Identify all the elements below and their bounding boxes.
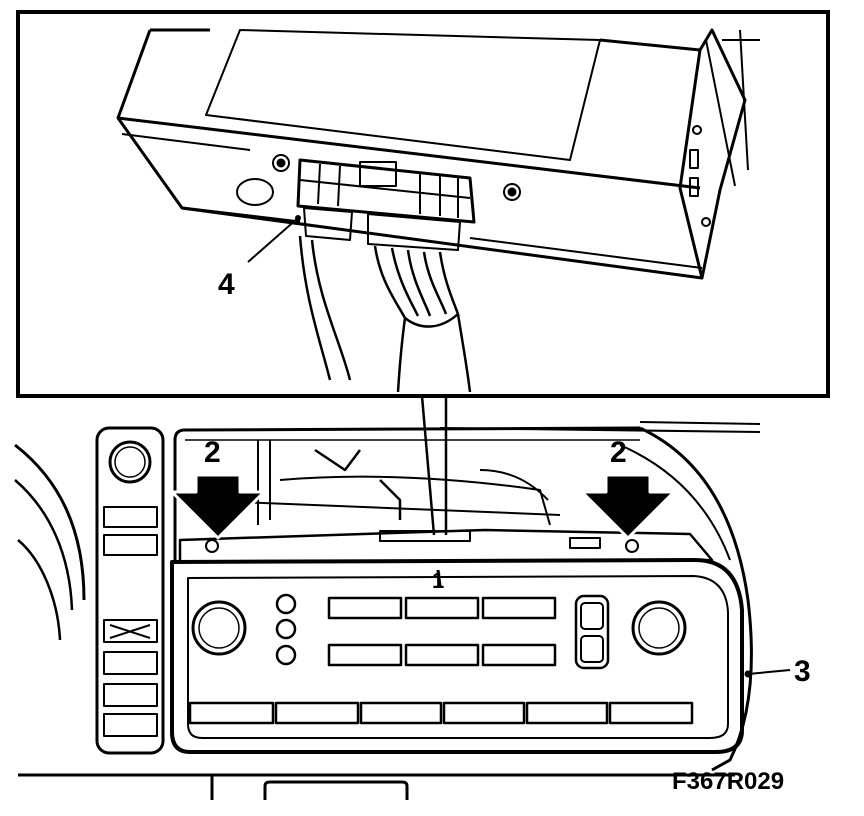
volume-knob bbox=[191, 600, 247, 656]
wire-harness bbox=[298, 235, 472, 393]
callout-4-leader bbox=[247, 217, 299, 263]
detail-inset: 4 bbox=[16, 10, 830, 398]
inset-leader-lines bbox=[420, 395, 448, 536]
round-button-2 bbox=[275, 618, 297, 640]
wiring-connector bbox=[296, 158, 476, 251]
press-arrow-left bbox=[170, 473, 266, 540]
tuning-knob bbox=[631, 600, 687, 656]
figure-reference-code: F367R029 bbox=[672, 768, 784, 795]
callout-1-label: 1 bbox=[432, 568, 444, 593]
callout-4-label: 4 bbox=[218, 268, 235, 301]
left-switch-panel bbox=[95, 426, 165, 755]
function-buttons bbox=[188, 701, 694, 725]
callout-2-right-label: 2 bbox=[610, 436, 627, 469]
radio-unit-rear bbox=[116, 28, 760, 280]
rocker-switch bbox=[574, 594, 610, 670]
callout-2-left-label: 2 bbox=[204, 436, 221, 469]
radio-front-panel bbox=[170, 558, 744, 754]
round-button-1 bbox=[275, 593, 297, 615]
preset-buttons bbox=[327, 596, 557, 667]
callout-3-leader bbox=[747, 669, 791, 675]
round-button-3 bbox=[275, 644, 297, 666]
inset-frame bbox=[16, 10, 830, 398]
callout-3-label: 3 bbox=[794, 655, 811, 688]
press-arrow-right bbox=[580, 473, 676, 540]
